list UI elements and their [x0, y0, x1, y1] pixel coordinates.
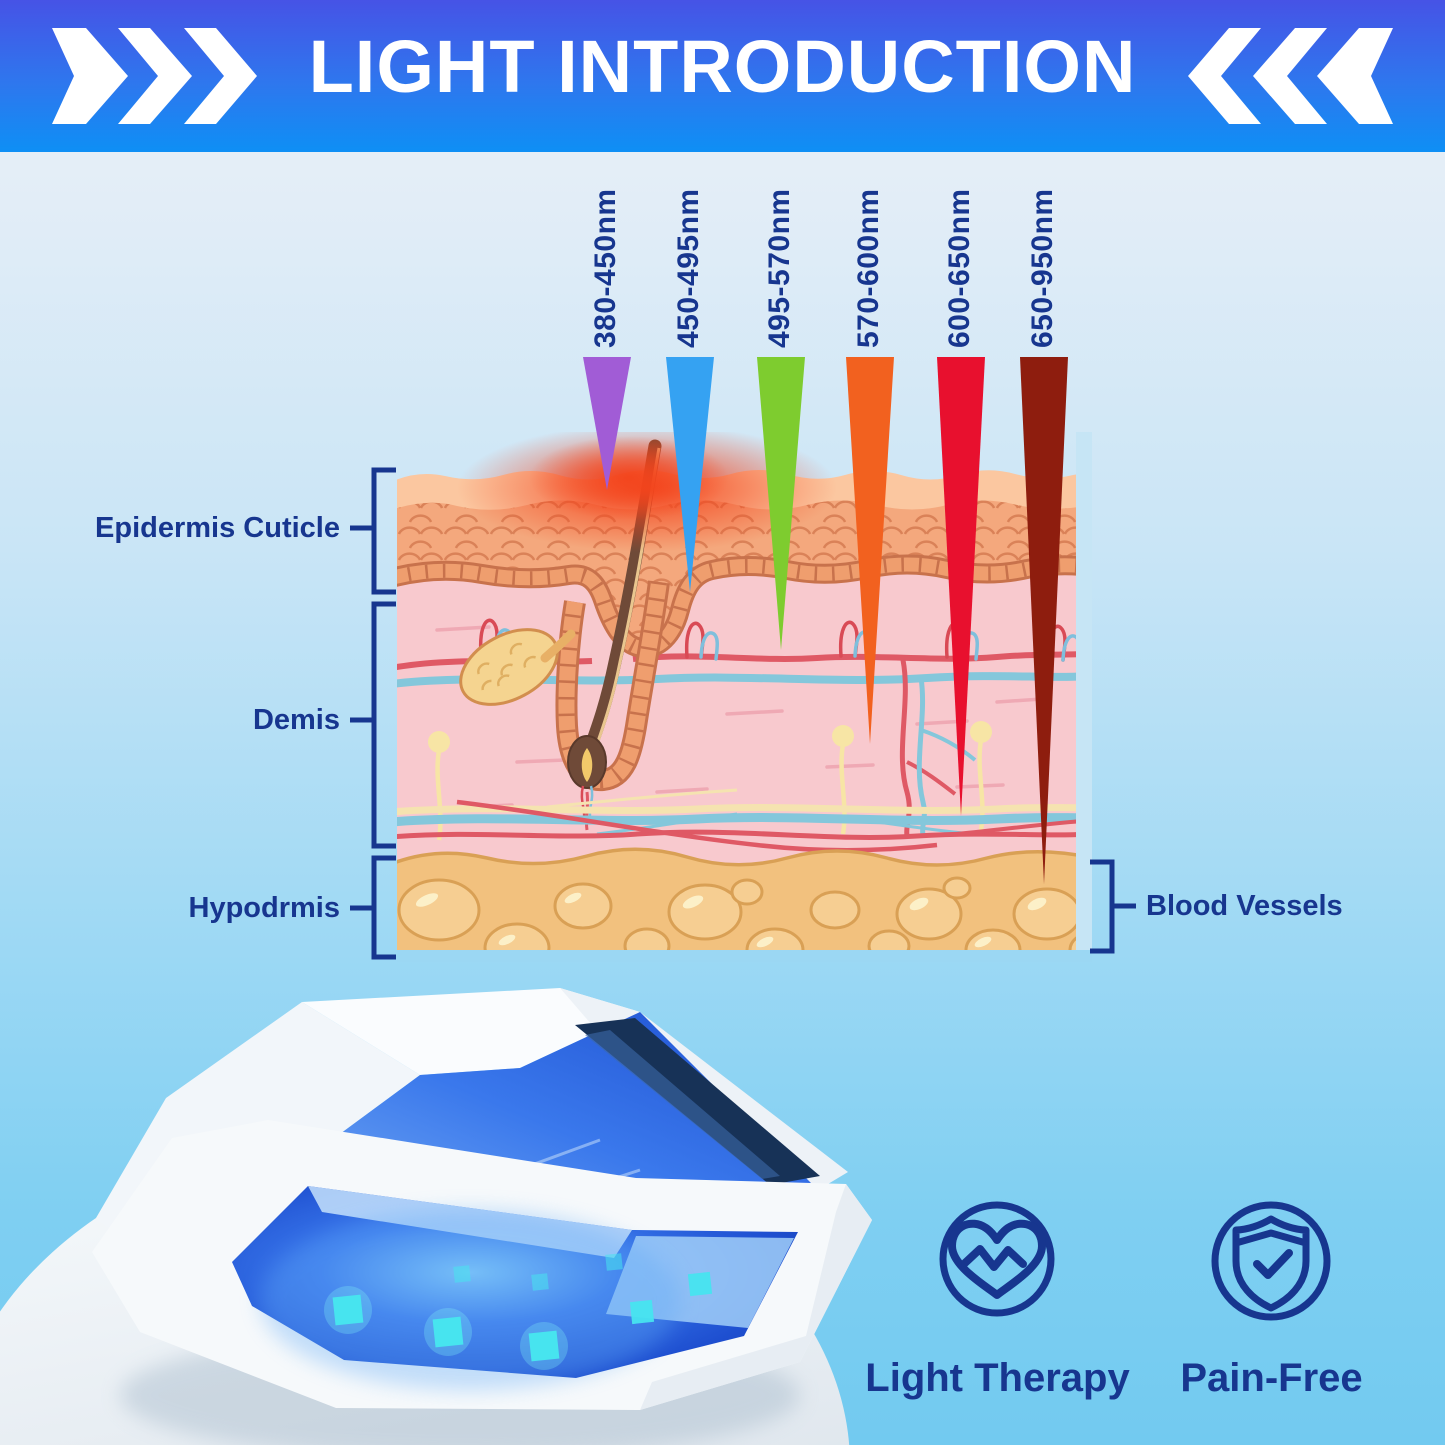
blood-vessel-band	[397, 788, 1092, 853]
led-lights	[324, 1253, 713, 1370]
label-blood-vessels: Blood Vessels	[1146, 890, 1343, 922]
chevrons-right-icon	[52, 28, 257, 124]
shield-check-icon	[1211, 1201, 1331, 1321]
blood-vessels-bracket	[1090, 859, 1136, 954]
dermis-bracket	[350, 601, 396, 849]
title-banner: LIGHT INTRODUCTION	[0, 0, 1445, 152]
hair-follicle-sheath	[555, 580, 670, 792]
wavelength-label: 450-495nm	[672, 188, 705, 348]
wavelength-label: 650-950nm	[1026, 188, 1059, 348]
feature-icons	[939, 1201, 1331, 1321]
device-base	[92, 1120, 872, 1410]
wavelength-label: 495-570nm	[763, 188, 796, 348]
feature-label-pain-free: Pain-Free	[1180, 1356, 1363, 1400]
epidermis-bracket	[350, 467, 396, 595]
feature-label-light-therapy: Light Therapy	[865, 1356, 1130, 1400]
wavelength-label: 600-650nm	[943, 188, 976, 348]
page-title: LIGHT INTRODUCTION	[308, 25, 1137, 108]
chevrons-left-icon	[1188, 28, 1393, 124]
heart-pulse-icon	[939, 1201, 1055, 1317]
wavelength-label: 570-600nm	[852, 188, 885, 348]
device-illustration	[0, 988, 872, 1445]
red-glow	[457, 432, 837, 552]
diagram-right-edge	[1076, 432, 1092, 962]
label-hypodermis: Hypodrmis	[188, 892, 340, 924]
diagram-bottom-edge	[397, 950, 1092, 962]
label-epidermis: Epidermis Cuticle	[95, 512, 340, 544]
label-dermis: Demis	[252, 704, 340, 736]
hypodermis-bracket	[350, 855, 396, 960]
skin-diagram	[397, 432, 1092, 962]
hypodermis-layer	[397, 847, 1092, 962]
sebaceous-gland	[459, 628, 559, 706]
wavelength-label: 380-450nm	[589, 188, 622, 348]
